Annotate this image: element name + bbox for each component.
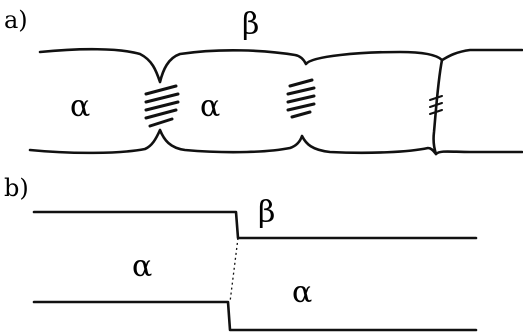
panel-b-beta-right: β (258, 195, 275, 230)
panel-a-top-boundary (38, 47, 523, 84)
panel-b-alpha-right: α (292, 275, 312, 310)
panel-a-beta-top: β (242, 7, 259, 42)
panel-b-bottom-boundary (32, 300, 478, 332)
panel-a-hatched-interface-2 (286, 78, 316, 119)
panel-a: a) α α β (4, 6, 523, 156)
panel-b-label: b) (4, 174, 29, 202)
panel-a-alpha-left: α (70, 89, 90, 124)
panel-a-bottom-boundary (28, 128, 523, 156)
panel-a-alpha-middle: α (200, 89, 220, 124)
panel-b-interface-line (229, 237, 239, 303)
panel-a-hatched-interface-1 (144, 84, 180, 128)
panel-b: b) α β α (4, 174, 478, 332)
panel-b-alpha-left: α (132, 249, 152, 284)
panel-a-hatched-interface-3 (429, 95, 443, 115)
panel-a-interface-line-3 (432, 58, 444, 156)
panel-b-top-boundary (32, 210, 478, 240)
panel-a-label: a) (4, 6, 28, 34)
